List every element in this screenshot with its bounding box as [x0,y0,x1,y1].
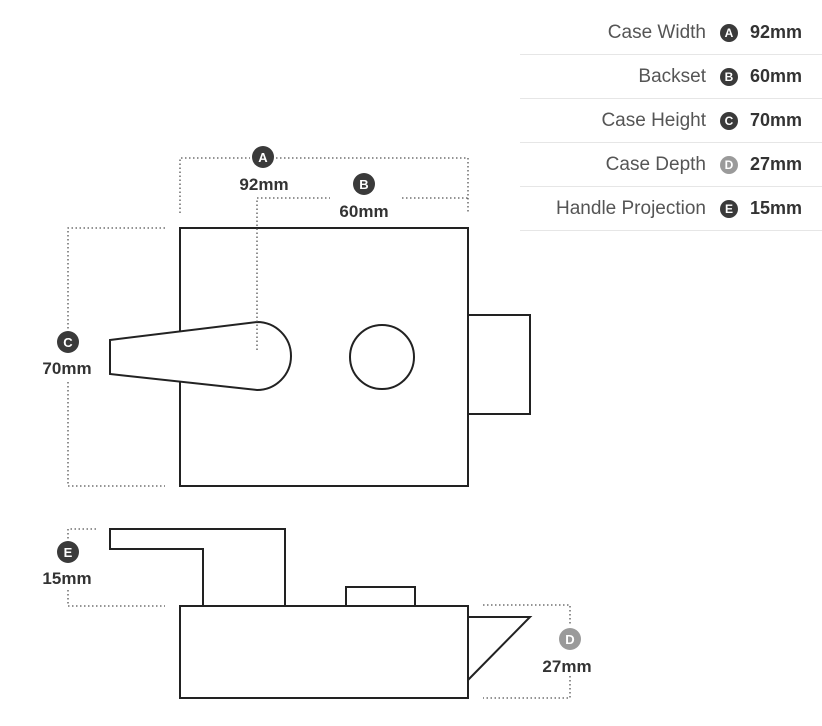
dimension-c: C 70mm [42,227,165,487]
spec-row-backset: Backset B 60mm [520,55,822,99]
lock-case-side [179,605,469,699]
dimension-d-label: 27mm [542,657,591,676]
spec-label: Case Width [607,21,706,43]
badge-b-icon [353,173,375,195]
dimension-c-label: 70mm [42,359,91,378]
badge-d-letter: D [565,632,574,647]
badge-a-icon [252,146,274,168]
badge-c-icon: C [720,111,738,130]
wedge-side [467,616,533,683]
spec-row-handle-projection: Handle Projection E 15mm [520,187,822,231]
badge-c-icon [57,331,79,353]
spec-label: Case Height [601,109,706,131]
dimension-e-label: 15mm [42,569,91,588]
dimension-a: A 92mm [179,146,469,213]
spec-row-case-width: Case Width A 92mm [520,11,822,55]
thumbturn-side [345,586,416,607]
dimension-b: B 60mm [256,173,468,350]
spec-label: Case Depth [605,153,706,175]
badge-c-letter: C [63,335,73,350]
badge-b-letter: B [359,177,368,192]
badge-e-icon [57,541,79,563]
cylinder-circle [349,324,415,390]
handle-side [109,528,286,607]
spec-row-case-height: Case Height C 70mm [520,99,822,143]
badge-b-icon: B [720,67,738,86]
spec-value: 60mm [750,66,803,86]
staple-keep [467,314,531,415]
spec-label: Backset [638,65,706,87]
dimension-d: D 27mm [483,604,592,699]
badge-d-icon: D [720,155,738,174]
spec-label: Handle Projection [556,197,706,219]
badge-a-letter: A [258,150,268,165]
badge-e-icon: E [720,199,738,218]
dimension-a-label: 92mm [239,175,288,194]
spec-table: Case Width A 92mm Backset B 60mm Case He… [520,11,822,231]
badge-d-icon [559,628,581,650]
spec-row-case-depth: Case Depth D 27mm [520,143,822,187]
spec-value: 15mm [750,198,803,218]
side-view [109,528,533,699]
spec-value: 70mm [750,110,803,130]
lever-handle [109,320,292,392]
spec-value: 92mm [750,22,803,42]
badge-a-icon: A [720,23,738,42]
badge-e-letter: E [64,545,73,560]
dimension-e: E 15mm [42,528,165,607]
front-view [109,227,531,487]
spec-value: 27mm [750,154,803,174]
dimension-b-label: 60mm [339,202,388,221]
